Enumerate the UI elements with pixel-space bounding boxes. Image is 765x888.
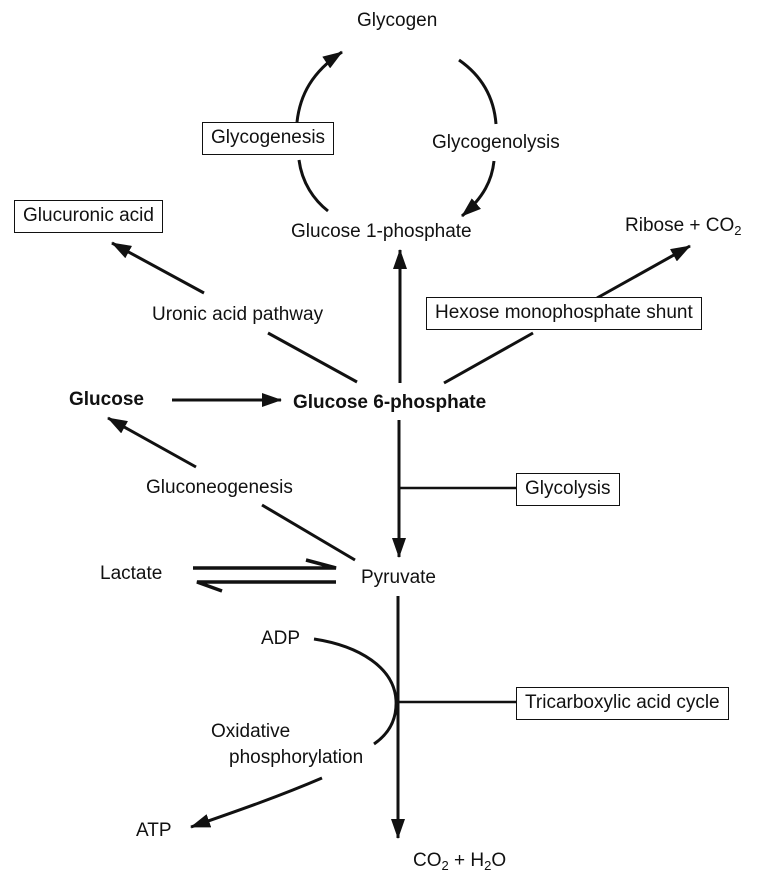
pathway-glycogenesis: Glycogenesis bbox=[202, 122, 335, 155]
hmp-shunt-line-lower bbox=[443, 331, 534, 385]
glycogenolysis-arc-upper bbox=[458, 58, 498, 125]
node-adp: ADP bbox=[261, 628, 301, 649]
glycogenolysis-arc-lower bbox=[461, 160, 496, 218]
pathway-glycogenolysis: Glycogenolysis bbox=[432, 132, 560, 153]
o-text: O bbox=[491, 850, 507, 871]
node-glucuronic-acid: Glucuronic acid bbox=[14, 200, 163, 233]
node-pyruvate: Pyruvate bbox=[361, 567, 436, 588]
pathway-glycolysis: Glycolysis bbox=[516, 473, 620, 506]
pathway-tricarboxylic-acid-cycle: Tricarboxylic acid cycle bbox=[516, 687, 729, 720]
oxphos-to-atp-arrow bbox=[190, 776, 323, 829]
node-co2-h2o: CO2 + H2O bbox=[413, 850, 506, 872]
pathway-hexose-monophosphate-shunt: Hexose monophosphate shunt bbox=[426, 297, 702, 330]
glycogenesis-arc-lower bbox=[297, 159, 329, 213]
glycogenesis-arc-upper bbox=[295, 50, 343, 123]
node-glucose-6-phosphate: Glucose 6-phosphate bbox=[293, 392, 487, 413]
node-ribose-co2: Ribose + CO2 bbox=[625, 215, 742, 237]
oxphos-arc bbox=[313, 637, 398, 746]
h2-subscript: 2 bbox=[484, 858, 492, 873]
uronic-pathway-line-lower bbox=[267, 331, 358, 384]
co2-subscript: 2 bbox=[441, 858, 449, 873]
lactate-to-pyruvate-arrow bbox=[193, 558, 337, 570]
node-glycogen: Glycogen bbox=[357, 10, 438, 31]
pathway-oxidative-phosphorylation-line2: phosphorylation bbox=[229, 747, 364, 768]
pathway-uronic-acid: Uronic acid pathway bbox=[152, 304, 324, 325]
ribose-co2-subscript: 2 bbox=[734, 223, 742, 238]
node-lactate: Lactate bbox=[100, 563, 163, 584]
pathway-oxidative-phosphorylation-line1: Oxidative bbox=[211, 721, 291, 742]
gluconeogenesis-arrow bbox=[107, 416, 197, 469]
uronic-pathway-arrow bbox=[111, 241, 205, 295]
node-glucose-1-phosphate: Glucose 1-phosphate bbox=[291, 221, 472, 242]
plus-h-text: + H bbox=[448, 850, 485, 871]
ribose-co2-text: Ribose + CO bbox=[625, 215, 735, 236]
pyruvate-to-lactate-arrow bbox=[196, 580, 336, 593]
node-glucose: Glucose bbox=[69, 389, 144, 410]
co2-text: CO bbox=[413, 850, 442, 871]
node-atp: ATP bbox=[136, 820, 172, 841]
hmp-shunt-arrow bbox=[596, 244, 691, 300]
pathway-gluconeogenesis: Gluconeogenesis bbox=[146, 477, 293, 498]
gluconeogenesis-line-lower bbox=[261, 503, 356, 562]
